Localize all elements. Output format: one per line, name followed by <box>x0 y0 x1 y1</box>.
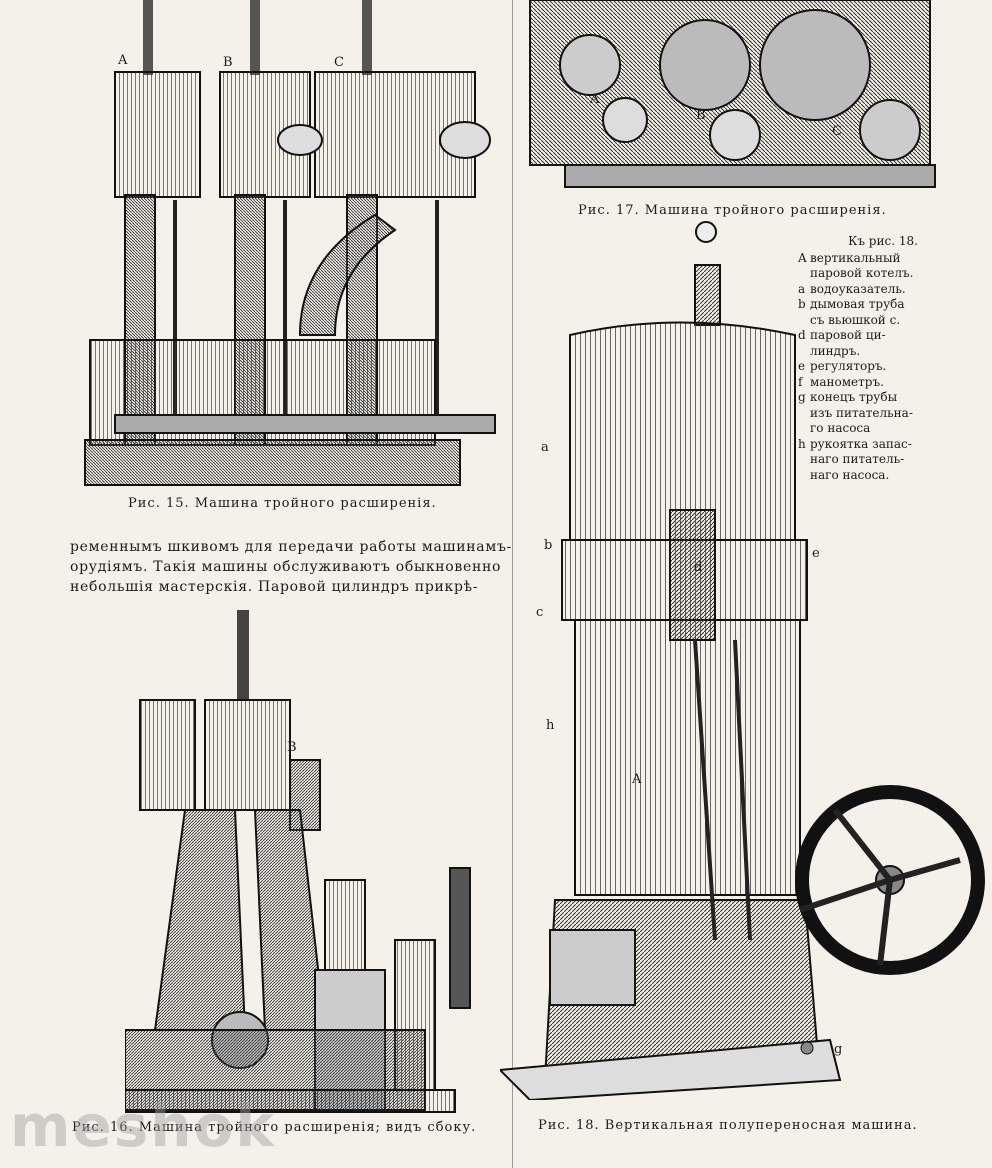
fig18-label-d: d <box>694 560 703 575</box>
legend-item: го насоса <box>810 421 871 435</box>
legend-item: изъ питательна- <box>810 405 913 420</box>
legend-item: паровой котелъ. <box>810 266 914 280</box>
watermark-logo: meshok <box>10 1092 277 1160</box>
figure-16 <box>125 610 485 1115</box>
fig16-label-b: B <box>287 740 297 755</box>
legend-item: линдръ. <box>810 343 861 358</box>
fig18-label-g: g <box>834 1042 843 1057</box>
body-text-line: ременнымъ шкивомъ для передачи работы ма… <box>70 539 512 555</box>
fig18-label-c: c <box>536 605 544 620</box>
fig18-label-b: b <box>544 538 553 553</box>
fig15-label-b: B <box>223 55 233 70</box>
fig16-caption: Рис. 16. Машина тройного расширенія; вид… <box>72 1120 477 1135</box>
fig15-caption: Рис. 15. Машина тройного расширенія. <box>128 496 437 511</box>
body-text-line: орудіямъ. Такія машины обслуживаютъ обык… <box>70 559 502 575</box>
legend-item: съ вьюшкой c. <box>810 312 901 327</box>
fig18-label-big-a: A <box>632 772 642 787</box>
legend-title: Къ рис. 18. <box>848 234 918 248</box>
fig17-label-c: C <box>832 124 842 139</box>
column-divider <box>512 0 513 1168</box>
fig18-label-h: h <box>546 718 555 733</box>
body-text-line: небольшія мастерскія. Паровой цилиндръ п… <box>70 579 479 595</box>
fig15-label-a: A <box>118 53 128 68</box>
legend-item: наго насоса. <box>810 467 890 482</box>
figure-17 <box>525 0 945 190</box>
legend-item: наго питатель- <box>810 452 905 466</box>
fig17-label-a: A <box>590 92 600 107</box>
fig15-label-c: C <box>334 55 344 70</box>
fig17-caption: Рис. 17. Машина тройного расширенія. <box>578 203 887 218</box>
fig18-caption: Рис. 18. Вертикальная полупереносная маш… <box>538 1118 918 1133</box>
fig17-label-b: B <box>696 108 706 123</box>
fig18-label-e: e <box>812 546 820 561</box>
body-text: ременнымъ шкивомъ для передачи работы ма… <box>70 537 512 597</box>
fig18-label-a: a <box>541 440 549 455</box>
figure-15 <box>75 0 505 488</box>
figure-18 <box>500 220 990 1100</box>
